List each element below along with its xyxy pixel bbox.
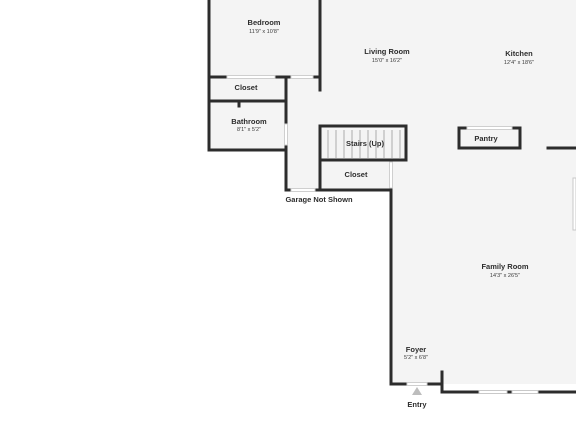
room-label-closet-lower: Closet <box>345 170 368 179</box>
kitchen-window <box>572 177 576 231</box>
room-label-bedroom: Bedroom <box>248 18 281 27</box>
bathroom-door <box>284 123 288 146</box>
hall-opening <box>290 188 316 192</box>
room-label-stairs: Stairs (Up) <box>346 139 384 148</box>
room-dims-foyer: 5'2" x 6'8" <box>404 355 428 361</box>
room-label-family-room: Family Room <box>481 262 528 271</box>
room-dims-bedroom: 11'9" x 10'8" <box>249 29 279 35</box>
stair-treads <box>327 130 401 158</box>
entry-door <box>406 382 428 386</box>
room-label-kitchen: Kitchen <box>505 49 533 58</box>
garage-note: Garage Not Shown <box>285 195 353 204</box>
entry-arrow-icon <box>412 387 422 395</box>
room-label-pantry: Pantry <box>474 134 498 143</box>
floor-fill <box>209 0 576 384</box>
room-label-foyer: Foyer <box>406 345 427 354</box>
family-room-window-left <box>478 390 508 394</box>
room-label-living-room: Living Room <box>364 47 410 56</box>
closet-door <box>290 75 314 79</box>
lower-closet-door <box>389 161 393 189</box>
room-dims-bathroom: 8'1" x 5'2" <box>237 127 261 133</box>
entry-label: Entry <box>407 400 427 409</box>
room-label-closet-upper: Closet <box>235 83 258 92</box>
room-label-bathroom: Bathroom <box>231 117 267 126</box>
bedroom-door <box>226 75 276 79</box>
walls <box>207 0 576 394</box>
room-dims-kitchen: 12'4" x 18'6" <box>504 60 534 66</box>
pantry-door <box>466 126 513 130</box>
room-dims-family-room: 14'3" x 26'5" <box>490 273 520 279</box>
family-room-window-right <box>511 390 539 394</box>
openings <box>226 75 576 394</box>
room-dims-living-room: 15'0" x 16'2" <box>372 58 402 64</box>
